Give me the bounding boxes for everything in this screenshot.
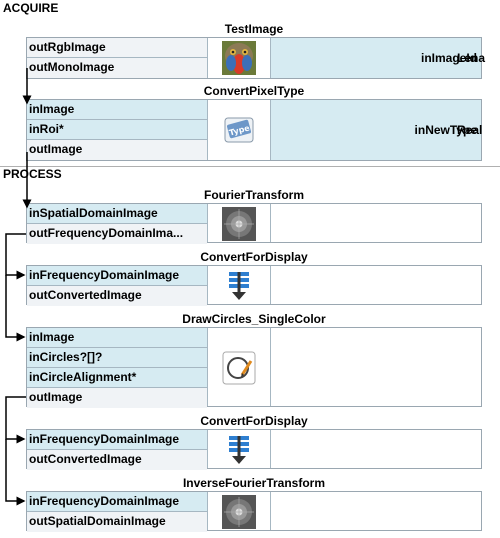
filter-title-inversefouriertransform: InverseFourierTransform [182,476,326,490]
port-out-frequency-domain-image[interactable]: outFrequencyDomainIma... [27,224,207,244]
wire-drawcircles-to-convertfordisplay2 [5,396,26,444]
convert-display-icon [222,433,256,467]
param-label-new-type: inNewType [414,123,477,137]
port-out-mono-image[interactable]: outMonoImage [27,58,207,78]
port-out-rgb-image[interactable]: outRgbImage [27,38,207,58]
filter-title-testimage: TestImage [224,22,284,36]
port-out-spatial-domain-image[interactable]: outSpatialDomainImage [27,512,207,532]
wire-drawcircles-to-inversefourier [5,439,26,506]
port-in-image[interactable]: inImage [27,328,207,348]
convert-display-icon [222,269,256,303]
spectrum-icon [222,207,256,241]
type-convert-icon: Type [222,113,256,147]
mandrill-image-icon [222,41,256,75]
section-acquire: ACQUIRE [3,1,59,15]
port-in-spatial-domain-image[interactable]: inSpatialDomainImage [27,204,207,224]
wire-fouriertransform-to-convertfordisplay1 [5,233,26,280]
filter-title-fouriertransform: FourierTransform [203,188,305,202]
filter-convertpixeltype[interactable]: inImage inRoi* outImage Type inNewType [26,99,482,161]
filter-title-drawcircles: DrawCircles_SingleColor [182,312,326,326]
wire-fouriertransform-to-drawcircles [5,275,26,342]
port-in-frequency-domain-image[interactable]: inFrequencyDomainImage [27,266,207,286]
port-in-circles[interactable]: inCircles?[]? [27,348,207,368]
port-in-image[interactable]: inImage [27,100,207,120]
param-image-id[interactable]: inImageId [271,38,481,78]
filter-title-convertfordisplay-1: ConvertForDisplay [200,250,308,264]
port-in-circle-alignment[interactable]: inCircleAlignment* [27,368,207,388]
param-new-type[interactable]: inNewType [271,100,481,160]
filter-drawcircles[interactable]: inImage inCircles?[]? inCircleAlignment*… [26,327,482,408]
param-value-image-id[interactable]: Lena [457,51,486,65]
section-process: PROCESS [0,166,500,181]
port-out-image[interactable]: outImage [27,388,207,408]
spectrum-icon [222,495,256,529]
port-out-converted-image[interactable]: outConvertedImage [27,286,207,306]
port-in-frequency-domain-image[interactable]: inFrequencyDomainImage [27,430,207,450]
filter-testimage[interactable]: outRgbImage outMonoImage inImageId [26,37,482,79]
filter-title-convertpixeltype: ConvertPixelType [203,84,305,98]
port-in-roi[interactable]: inRoi* [27,120,207,140]
filter-inversefouriertransform[interactable]: inFrequencyDomainImage outSpatialDomainI… [26,491,482,532]
filter-title-convertfordisplay-2: ConvertForDisplay [200,414,308,428]
filter-fouriertransform[interactable]: inSpatialDomainImage outFrequencyDomainI… [26,203,482,244]
draw-circle-icon [222,351,256,385]
param-value-new-type[interactable]: Real [457,123,483,137]
port-out-converted-image[interactable]: outConvertedImage [27,450,207,470]
filter-convertfordisplay-1[interactable]: inFrequencyDomainImage outConvertedImage [26,265,482,306]
param-label-image-id: inImageId [420,51,477,65]
port-in-frequency-domain-image[interactable]: inFrequencyDomainImage [27,492,207,512]
port-out-image[interactable]: outImage [27,140,207,160]
filter-convertfordisplay-2[interactable]: inFrequencyDomainImage outConvertedImage [26,429,482,470]
